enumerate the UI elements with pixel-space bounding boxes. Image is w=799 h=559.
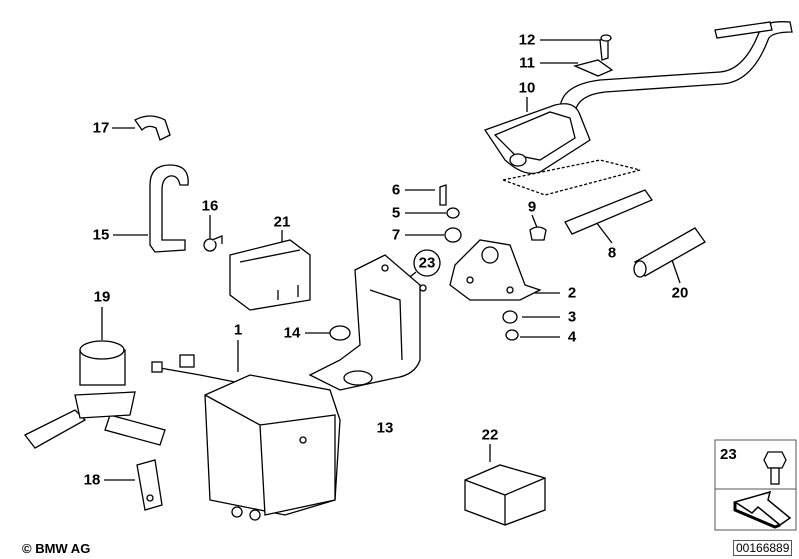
heater-unit xyxy=(151,354,341,521)
pipes xyxy=(564,189,706,278)
cover-part xyxy=(229,239,311,311)
callout-22[interactable]: 22 xyxy=(481,426,499,444)
pump xyxy=(24,340,166,449)
arrow-icon xyxy=(733,490,792,526)
hex-bolt-icon xyxy=(763,451,787,485)
small-parts xyxy=(136,325,546,526)
callout-12[interactable]: 12 xyxy=(518,31,536,49)
copyright: © BMW AG xyxy=(22,541,91,556)
callout-20[interactable]: 20 xyxy=(671,284,689,302)
callout-15[interactable]: 15 xyxy=(92,226,110,244)
hose-parts xyxy=(134,115,223,253)
callout-6[interactable]: 6 xyxy=(391,181,401,199)
bracket xyxy=(308,254,427,391)
callout-7[interactable]: 7 xyxy=(391,226,401,244)
callout-23[interactable]: 23 xyxy=(418,254,436,272)
callout-19[interactable]: 19 xyxy=(93,288,111,306)
callout-1[interactable]: 1 xyxy=(233,321,243,339)
callout-13[interactable]: 13 xyxy=(376,419,394,437)
exhaust-pipe xyxy=(483,21,793,196)
callout-8[interactable]: 8 xyxy=(607,244,617,262)
callout-3[interactable]: 3 xyxy=(567,308,577,326)
legend-part-number: 23 xyxy=(720,446,737,463)
callout-18[interactable]: 18 xyxy=(83,471,101,489)
reference-number: 00166889 xyxy=(733,540,793,556)
callout-21[interactable]: 21 xyxy=(273,213,291,231)
callout-2[interactable]: 2 xyxy=(567,284,577,302)
callout-4[interactable]: 4 xyxy=(567,328,577,346)
callout-9[interactable]: 9 xyxy=(527,198,537,216)
callout-5[interactable]: 5 xyxy=(391,204,401,222)
mount-parts xyxy=(439,184,547,341)
callout-16[interactable]: 16 xyxy=(201,197,219,215)
legend-box xyxy=(714,439,797,531)
callout-14[interactable]: 14 xyxy=(283,324,301,342)
callout-23-circle xyxy=(413,249,441,277)
callout-17[interactable]: 17 xyxy=(92,119,110,137)
callout-10[interactable]: 10 xyxy=(518,79,536,97)
callout-11[interactable]: 11 xyxy=(519,54,535,72)
